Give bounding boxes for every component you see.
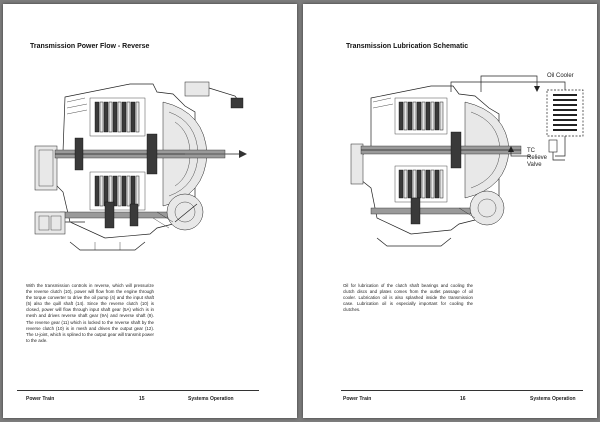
footer-divider: [17, 390, 259, 391]
footer-chapter: Systems Operation: [188, 396, 234, 402]
footer-section: Power Train: [343, 396, 372, 402]
footer-section: Power Train: [26, 396, 55, 402]
oil-cooler-label: Oil Cooler: [547, 73, 574, 79]
tc-relieve-label-2: Relieve: [527, 155, 548, 161]
page-title: Transmission Lubrication Schematic: [346, 43, 469, 50]
body-paragraph: With the transmission controls in revers…: [26, 283, 154, 343]
body-paragraph: Oil for lubrication of the clutch shaft …: [343, 283, 473, 313]
lubrication-schematic-diagram: Oil Cooler TC Relieve Valve: [350, 73, 584, 247]
footer-divider: [341, 390, 583, 391]
reverse-power-flow-diagram: [34, 81, 247, 251]
footer-chapter: Systems Operation: [530, 396, 576, 402]
page-16: Transmission Lubrication Schematic: [303, 4, 597, 418]
page-title: Transmission Power Flow - Reverse: [30, 43, 150, 50]
tc-relieve-label-1: TC: [527, 148, 536, 154]
tc-relieve-label-3: Valve: [527, 162, 542, 168]
page-number: 15: [139, 396, 145, 402]
page-15: Transmission Power Flow - Reverse: [3, 4, 297, 418]
page-number: 16: [460, 396, 466, 402]
